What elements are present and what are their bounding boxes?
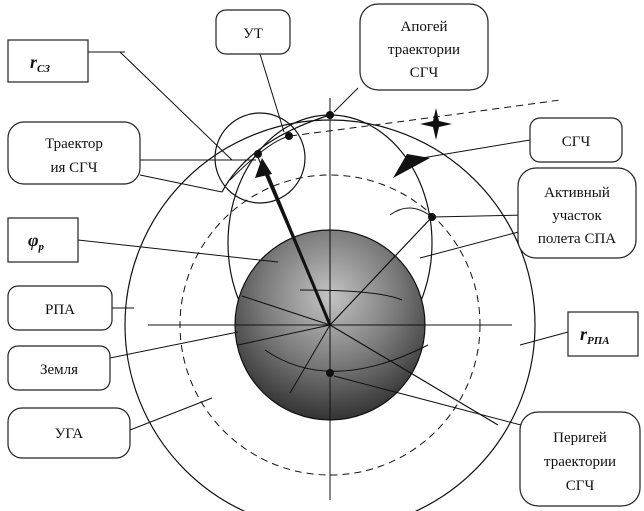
r-rpa-box [567, 311, 639, 357]
svg-text:rРПА: rРПА [580, 324, 610, 347]
perigee-line-3: СГЧ [566, 478, 595, 494]
active-line-2: участок [552, 208, 602, 224]
uga-label: УГА [55, 426, 84, 442]
r-rpa-symbol: r [580, 324, 588, 344]
apogee-box [359, 3, 489, 91]
ut-point-2 [254, 150, 262, 158]
uga-box [7, 407, 131, 459]
ut-circle [214, 112, 306, 204]
leader-active [431, 214, 527, 218]
active-box [517, 167, 637, 259]
ut-label: УТ [243, 26, 263, 42]
svg-text:rСЗ: rСЗ [30, 52, 50, 75]
r-sz-subscript: СЗ [37, 63, 50, 75]
ut-point [285, 132, 293, 140]
perigee-line-1: Перигей [553, 430, 607, 446]
radius-left-c [289, 324, 331, 394]
sgch-marker [393, 154, 430, 178]
leader-perigee [333, 375, 541, 431]
r-rpa-subscript: РПА [587, 335, 610, 347]
apogee-line-1: Апогей [401, 19, 448, 35]
perigee-line-2: траектории [544, 454, 616, 470]
ut-arrow-line [262, 165, 332, 326]
earth-box [7, 345, 111, 391]
leader-trajectory [139, 174, 223, 193]
phi-symbol: φ [28, 230, 39, 250]
radius-to-active [329, 216, 433, 326]
apogee-line-2: траектории [388, 42, 460, 58]
svg-text:φр: φр [28, 230, 45, 253]
ut-arrow-head [255, 158, 272, 178]
leader-active-2 [419, 229, 527, 259]
leader-apogee [333, 87, 359, 113]
radius-left-b [237, 324, 331, 346]
apogee-line-3: СГЧ [410, 65, 439, 81]
trajectory-line-2: ия СГЧ [50, 160, 97, 176]
leader-uga [129, 397, 213, 431]
perigee-point [326, 369, 334, 377]
active-segment [389, 207, 433, 218]
rpa-box [7, 285, 113, 331]
earth-label: Земля [40, 362, 78, 378]
r-sz-symbol: r [30, 52, 38, 72]
sgch-trajectory [221, 114, 331, 193]
phi-subscript: р [38, 241, 45, 253]
trajectory-box [7, 121, 141, 185]
earth-inner-arc [264, 344, 429, 372]
sgch-label: СГЧ [562, 134, 591, 150]
apogee-point [326, 111, 334, 119]
phi-box [7, 217, 79, 263]
radius-to-rpa [329, 324, 499, 426]
sgch-box [529, 117, 623, 163]
leader-earth [109, 331, 239, 359]
trajectory-line-1: Траектор [45, 136, 103, 152]
ut-box [215, 9, 291, 55]
radius-left-a [241, 295, 331, 326]
leader-phi [77, 239, 279, 263]
r-sz-box [7, 39, 89, 83]
rpa-label: РПА [45, 302, 75, 318]
active-line-1: Активный [544, 185, 610, 201]
perigee-box [519, 411, 641, 507]
leader-ut [259, 53, 285, 133]
leader-r-rpa [519, 331, 569, 346]
leader-r-sz-2 [100, 51, 233, 161]
star-marker [420, 108, 452, 140]
active-line-3: полета СПА [538, 231, 616, 247]
leader-sgch [409, 139, 531, 161]
dashed-trajectory [289, 99, 561, 137]
